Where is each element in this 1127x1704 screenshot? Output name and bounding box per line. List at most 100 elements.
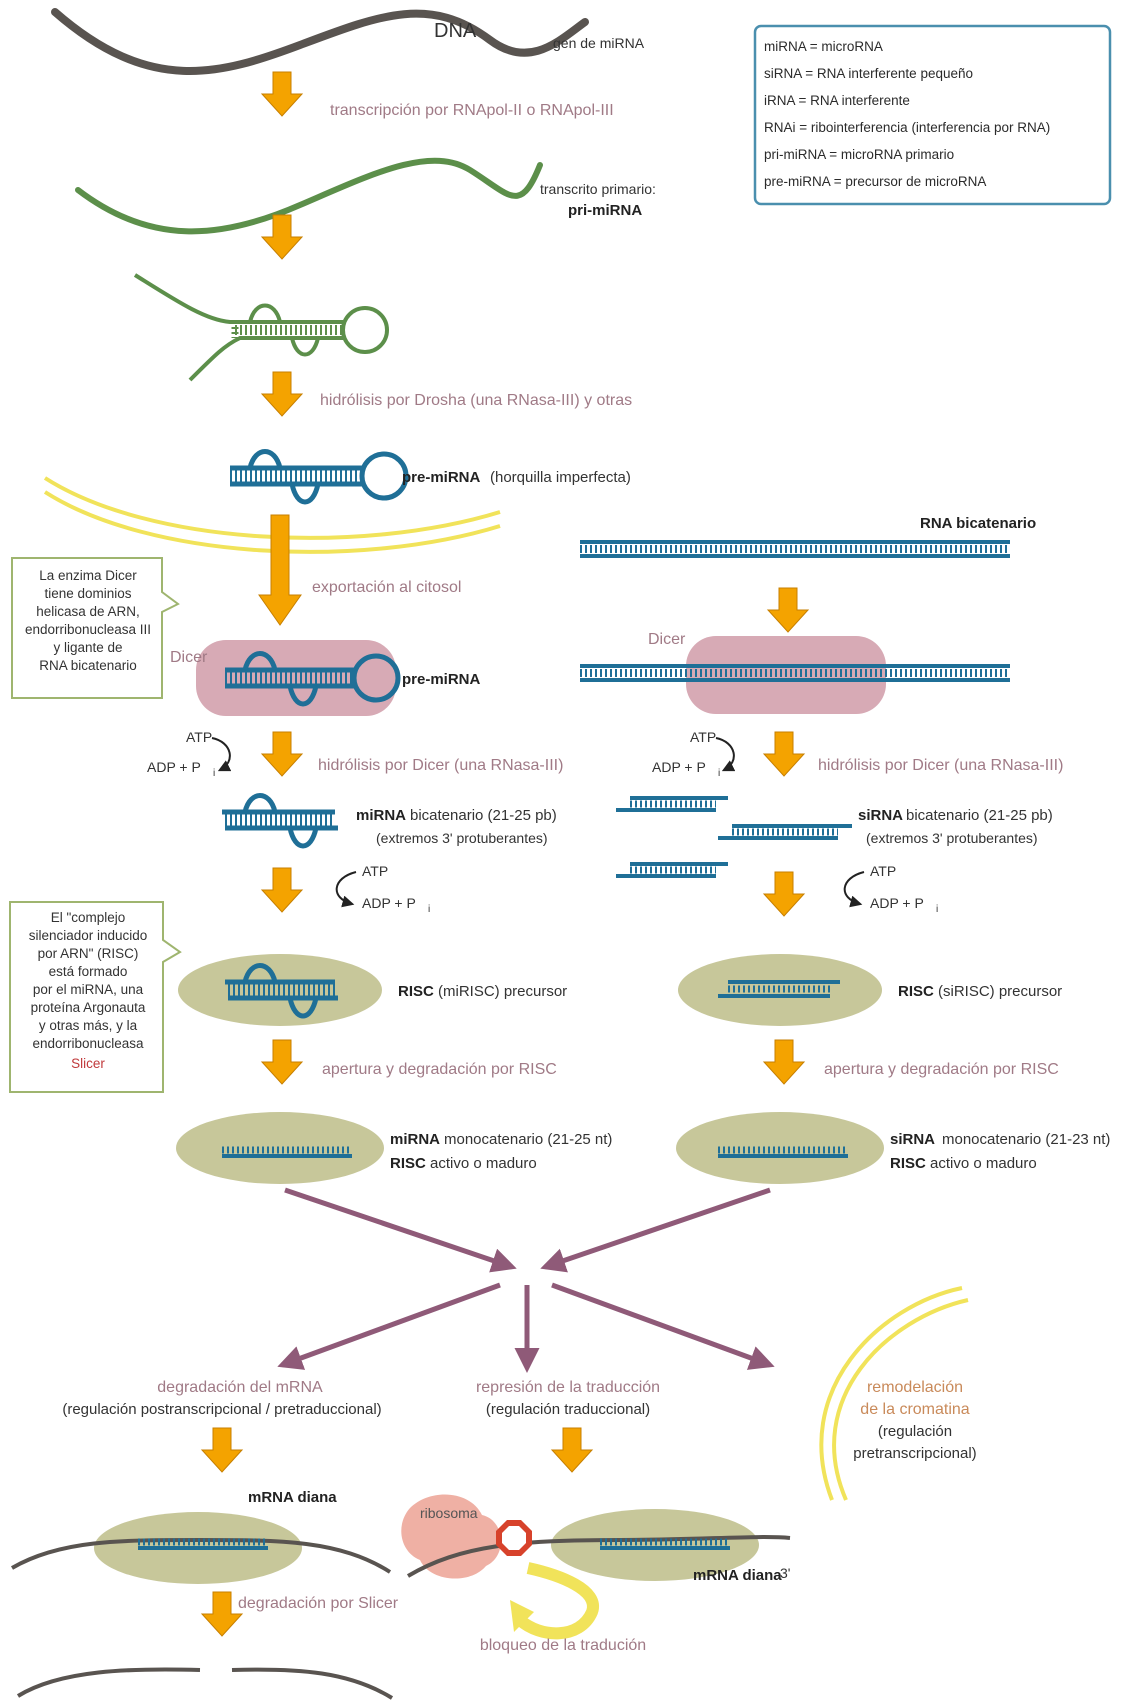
legend-item: pri-miRNA = microRNA primario (764, 147, 954, 162)
ribosome (401, 1494, 501, 1579)
outcome-repression: represión de la traducción (476, 1379, 660, 1396)
mirna-ds-label: miRNA (356, 807, 406, 824)
step-dicer-left: hidrólisis por Dicer (una RNasa-III) (318, 757, 563, 774)
step-export: exportación al citosol (312, 579, 461, 596)
risc-label: RISC (890, 1155, 926, 1172)
pri-mirna-hairpin (133, 273, 389, 382)
dicer-label-right: Dicer (648, 631, 686, 648)
risc-active-label: activo o maduro (430, 1155, 537, 1172)
atp-label: ATP (362, 863, 388, 879)
risc-label: RISC (398, 983, 434, 1000)
legend-box: miRNA = microRNA siRNA = RNA interferent… (753, 24, 1112, 206)
arrow-down-icon (201, 1591, 243, 1637)
outcome-chromatin-1: remodelación (867, 1379, 963, 1396)
arrow-down-icon (767, 587, 809, 633)
step-slicer: degradación por Slicer (238, 1595, 399, 1612)
outcome-repression-detail: (regulación traduccional) (486, 1401, 650, 1418)
mirna-ss-description: monocatenario (21-25 nt) (444, 1131, 612, 1148)
pre-mirna-in-dicer (225, 651, 401, 707)
note-line: El "complejo (51, 910, 126, 925)
adp-label: ADP + P (870, 895, 924, 911)
note-line: está formado (49, 964, 128, 979)
pi-subscript: i (718, 768, 720, 779)
mirna-ds-overhang: (extremos 3' protuberantes) (376, 830, 548, 846)
dna-strand (51, 8, 589, 76)
legend-item: iRNA = RNA interferente (764, 93, 910, 108)
translation-block-label: bloqueo de la tradución (480, 1637, 646, 1654)
note-line: endorribonucleasa III (25, 622, 151, 637)
mrna-target-label-2: mRNA diana (693, 1567, 782, 1584)
stop-sign-icon (496, 1520, 532, 1556)
arrow-down-icon (261, 867, 303, 913)
mirna-single-strand (222, 1146, 352, 1158)
pre-mirna-label: pre-miRNA (402, 469, 481, 486)
step-transcription: transcripción por RNApol-II o RNApol-III (330, 102, 614, 119)
target-mrna-strand (10, 1538, 392, 1574)
pri-mirna-label: pri-miRNA (568, 202, 642, 219)
chromatin-membrane (819, 1286, 969, 1501)
target-mrna-strand (406, 1535, 791, 1578)
outcome-chromatin-4: pretranscripcional) (853, 1445, 976, 1462)
outcome-chromatin-2: de la cromatina (860, 1401, 969, 1418)
dicer-note: La enzima Dicer tiene dominios helicasa … (11, 557, 180, 699)
dsrna-label: RNA bicatenario (920, 515, 1036, 532)
mirna-duplex (222, 793, 338, 849)
sirna-single-strand (718, 1146, 848, 1158)
note-line: proteína Argonauta (31, 1000, 146, 1015)
note-line: por el miRNA, una (33, 982, 144, 997)
arrow-down-icon (261, 214, 303, 260)
step-opening-right: apertura y degradación por RISC (824, 1061, 1059, 1078)
mirisc-description: (miRISC) precursor (438, 983, 567, 1000)
outcome-mrna-degradation: degradación del mRNA (157, 1379, 323, 1396)
ribosome-label: ribosoma (420, 1505, 478, 1521)
dsrna-in-dicer (580, 664, 1010, 682)
atp-cycle-right-2: ATP ADP + P i (843, 863, 938, 915)
risc-active-label: activo o maduro (930, 1155, 1037, 1172)
legend-item: miRNA = microRNA (764, 39, 883, 54)
export-arrow-icon (258, 514, 302, 626)
atp-label: ATP (690, 729, 716, 745)
three-prime-label: 3' (780, 1565, 790, 1581)
dna-label: DNA (434, 20, 477, 42)
note-line: tiene dominios (44, 586, 131, 601)
arrow-down-icon (261, 71, 303, 117)
mirna-in-risc (225, 963, 338, 1019)
note-line: silenciador inducido (29, 928, 148, 943)
convergence-arrows (277, 1187, 775, 1373)
sirna-duplex (616, 862, 728, 878)
mirna-bound (600, 1538, 730, 1550)
gene-label: gen de miRNA (553, 35, 645, 51)
step-dicer-right: hidrólisis por Dicer (una RNasa-III) (818, 757, 1063, 774)
pi-subscript: i (213, 768, 215, 779)
blocked-path-arrow-head-icon (510, 1600, 534, 1632)
sirna-in-risc (718, 980, 840, 998)
sirisc-description: (siRISC) precursor (938, 983, 1062, 1000)
outcome-chromatin-3: (regulación (878, 1423, 952, 1440)
atp-label: ATP (870, 863, 896, 879)
mirna-ds-description: bicatenario (21-25 pb) (410, 807, 557, 824)
pre-mirna-hairpin (230, 449, 409, 505)
note-line: endorribonucleasa (32, 1036, 144, 1051)
nuclear-membrane (43, 476, 501, 554)
pi-subscript: i (936, 904, 938, 915)
atp-cycle-left: ATP ADP + P i (147, 729, 232, 779)
atp-label: ATP (186, 729, 212, 745)
mature-risc (176, 1112, 384, 1184)
sirna-ss-description: monocatenario (21-23 nt) (942, 1131, 1110, 1148)
pri-mirna-strand (75, 157, 543, 235)
pi-subscript: i (428, 904, 430, 915)
arrow-down-icon (261, 371, 303, 417)
note-line: RNA bicatenario (39, 658, 137, 673)
arrow-down-icon (201, 1427, 243, 1473)
arrow-down-icon (261, 731, 303, 777)
primary-transcript-label: transcrito primario: (540, 181, 656, 197)
note-line: helicasa de ARN, (36, 604, 140, 619)
adp-label: ADP + P (362, 895, 416, 911)
arrow-down-icon (261, 1039, 303, 1085)
outcome-mrna-degradation-detail: (regulación postranscripcional / pretrad… (62, 1401, 381, 1418)
pre-mirna-label-2: pre-miRNA (402, 671, 481, 688)
sirna-ds-overhang: (extremos 3' protuberantes) (866, 830, 1038, 846)
arrow-down-icon (763, 731, 805, 777)
note-line: Slicer (71, 1056, 105, 1071)
